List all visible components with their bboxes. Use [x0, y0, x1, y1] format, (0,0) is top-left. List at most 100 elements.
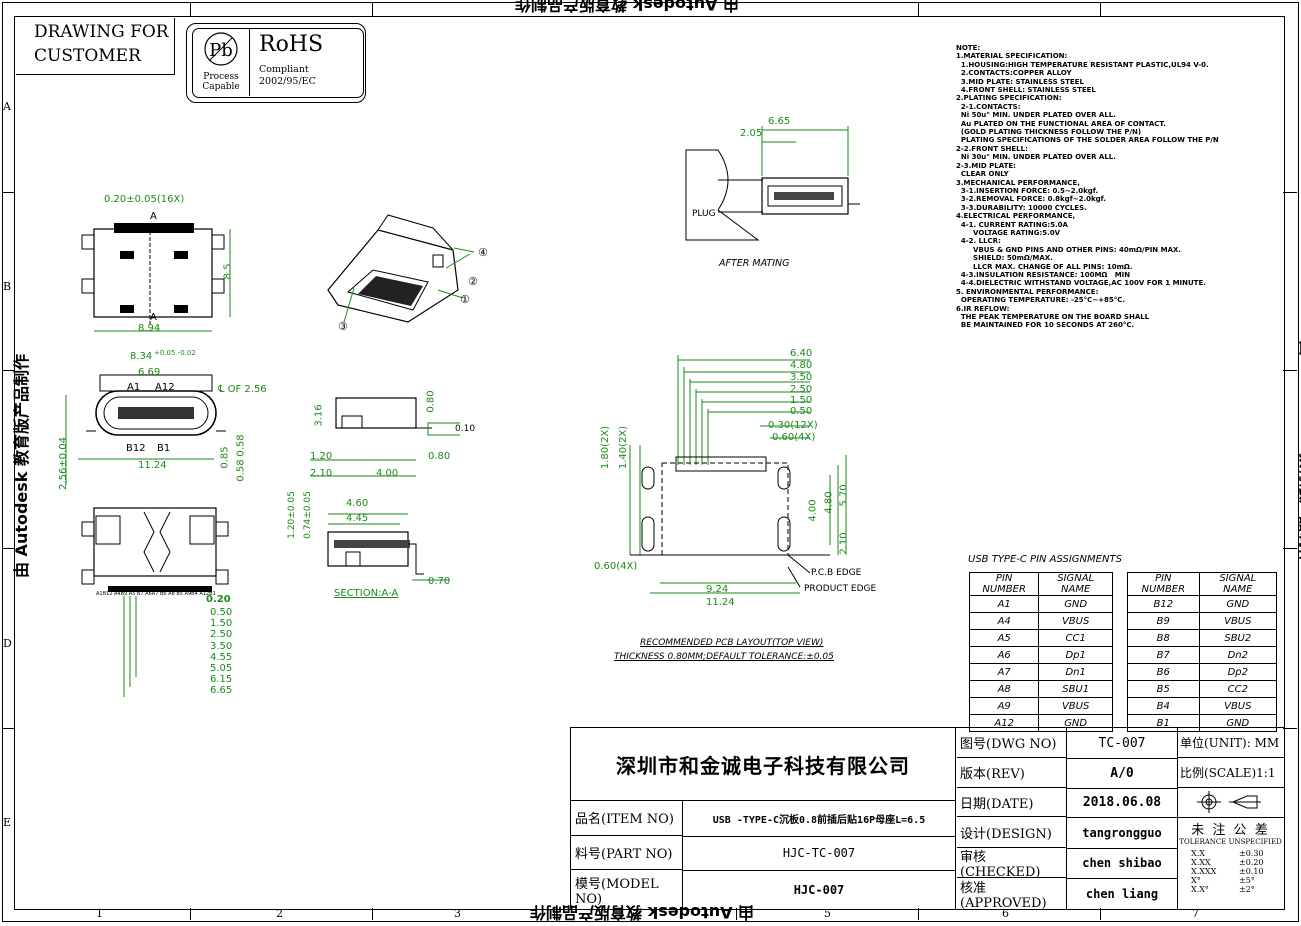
- tol-value: ±0.30: [1239, 849, 1264, 858]
- zone-tick: [736, 908, 737, 920]
- dim-6-15: 6.15: [210, 674, 233, 685]
- dim-0-80-bottom: 0.80: [428, 451, 451, 462]
- pin-cell: Dp2: [1198, 663, 1278, 681]
- dim-0-58-b: 0.58: [235, 459, 247, 482]
- company-name: 深圳市和金诚电子科技有限公司: [616, 753, 910, 778]
- zone-tick: [190, 908, 191, 920]
- note-line: PLATING SPECIFICATIONS OF THE SOLDER ARE…: [956, 136, 1219, 145]
- note-line: 4.ELECTRICAL PERFORMANCE,: [956, 212, 1076, 221]
- item-value: USB -TYPE-C沉板0.8前插后贴16P母座L=6.5: [683, 800, 956, 837]
- dim-0-20: 0.20: [206, 594, 231, 605]
- label-a12: A12: [155, 382, 175, 393]
- item-label: 品名(ITEM NO): [571, 800, 683, 836]
- pcb-dim-0-60-4x-bottom: 0.60(4X): [594, 561, 638, 572]
- dim-8-34-tolerance: +0.05 -0.02: [154, 349, 196, 357]
- note-line: 6.IR REFLOW:: [956, 304, 1010, 313]
- approved-value: chen liang: [1067, 878, 1178, 909]
- note-line: 4-2. LLCR:: [956, 237, 1001, 246]
- pcb-dim-1-80-2x: 1.80(2X): [600, 425, 612, 470]
- pcb-dim-4-80: 4.80: [790, 360, 813, 371]
- dim-6-65: 6.65: [210, 685, 233, 696]
- checked-label: 审核(CHECKED): [957, 848, 1067, 880]
- pcb-dim-11-24: 11.24: [706, 597, 735, 608]
- pb-free-icon: Pb: [204, 32, 238, 66]
- compliance-box: Pb Process Capable RoHS Compliant 2002/9…: [186, 23, 366, 103]
- dim-8-5: 8.5: [222, 263, 234, 280]
- part-value: HJC-TC-007: [683, 836, 956, 871]
- note-line: 2-1.CONTACTS:: [956, 102, 1021, 111]
- zone-tick: [2, 370, 14, 371]
- note-line: LLCR MAX. CHANGE OF ALL PINS: 10mΩ.: [956, 262, 1133, 271]
- bottom-pin-labels: A1B12 A4B9 A5 B7 A6A7 B6 A8 B5 A9B4 A12B…: [96, 591, 216, 597]
- tolerance-subtitle: TOLERANCE UNSPECIFIED: [1179, 838, 1282, 846]
- tol-key: X.XXX: [1191, 867, 1217, 876]
- note-line: 2.CONTACTS:COPPER ALLOY: [956, 69, 1072, 78]
- section-marker-a-bottom: A: [150, 312, 157, 323]
- pin-cell: Dp1: [1038, 646, 1113, 664]
- note-line: 2-2.FRONT SHELL:: [956, 144, 1028, 153]
- note-line: 3.MID PLATE: STAINLESS STEEL: [956, 77, 1084, 86]
- scale-label: 比例(SCALE)1:1: [1177, 758, 1284, 788]
- third-angle-projection-icon: [1197, 791, 1261, 813]
- pb-symbol: Pb: [209, 40, 233, 61]
- dim-1-50: 1.50: [210, 618, 233, 629]
- bottom-view-drawing: [81, 507, 229, 697]
- pcb-dim-9-24: 9.24: [706, 584, 729, 595]
- tol-value: ±2°: [1239, 885, 1255, 894]
- zone-col-label: 7: [1192, 907, 1199, 920]
- dwg-value: TC-007: [1067, 728, 1178, 759]
- dim-2-50: 2.50: [210, 629, 233, 640]
- zone-tick: [918, 2, 919, 16]
- pin-header: SIGNAL NAME: [1198, 572, 1278, 596]
- pin-cell: B7: [1127, 646, 1200, 664]
- pcb-dim-3-50: 3.50: [790, 372, 813, 383]
- tol-value: ±0.20: [1239, 858, 1264, 867]
- dim-4-45: 4.45: [346, 513, 369, 524]
- callout-1: ①: [460, 293, 470, 306]
- pin-cell: VBUS: [1198, 697, 1278, 715]
- after-mating-drawing: [685, 126, 860, 241]
- dim-5-05: 5.05: [210, 663, 233, 674]
- dim-3-50: 3.50: [210, 641, 233, 652]
- dim-0-70: 0.70: [428, 576, 451, 587]
- dim-2-10: 2.10: [310, 468, 333, 479]
- zone-tick: [1283, 370, 1297, 371]
- dim-4-55: 4.55: [210, 652, 233, 663]
- dim-6-65-mating: 6.65: [768, 116, 791, 127]
- pin-cell: B12: [1127, 595, 1200, 613]
- rev-label: 版本(REV): [957, 758, 1067, 788]
- notes-block: NOTE: 1.MATERIAL SPECIFICATION: 1.HOUSIN…: [956, 44, 1219, 330]
- dim-2-56: 2.56±0.04: [57, 437, 69, 490]
- drawing-for-line-2: CUSTOMER: [34, 46, 141, 66]
- zone-tick: [1283, 728, 1297, 729]
- note-line: Ni 50u" MIN. UNDER PLATED OVER ALL.: [956, 111, 1116, 120]
- watermark-top: 由 Autodesk 教育版产品制作: [515, 0, 740, 14]
- note-line: 1.MATERIAL SPECIFICATION:: [956, 52, 1068, 61]
- note-line: 2-3.MID PLATE:: [956, 161, 1016, 170]
- note-line: 3-1.INSERTION FORCE: 0.5~2.0kgf.: [956, 186, 1099, 195]
- note-line: 4-4.DIELECTRIC WITHSTAND VOLTAGE,AC 100V…: [956, 279, 1206, 288]
- callout-3: ③: [338, 320, 348, 333]
- pcb-dim-1-50: 1.50: [790, 395, 813, 406]
- rohs-title: RoHS: [259, 32, 324, 57]
- dim-0-85: 0.85: [219, 446, 231, 469]
- pb-caption-1: Process: [203, 72, 239, 82]
- rev-value: A/0: [1067, 758, 1178, 789]
- callout-4: ④: [478, 246, 488, 259]
- dim-4-00: 4.00: [376, 468, 399, 479]
- note-line: (GOLD PLATING THICKNESS FOLLOW THE P/N): [956, 128, 1142, 137]
- zone-col-label: 2: [276, 907, 283, 920]
- pin-cell: VBUS: [1198, 612, 1278, 630]
- zone-tick: [554, 908, 555, 920]
- note-line: Au PLATED ON THE FUNCTIONAL AREA OF CONT…: [956, 119, 1166, 128]
- zone-tick: [1283, 548, 1297, 549]
- tolerance-block: 未 注 公 差 TOLERANCE UNSPECIFIED X.X±0.30 X…: [1177, 817, 1284, 909]
- drawing-for-line-1: DRAWING FOR: [34, 22, 169, 42]
- tol-value: ±0.10: [1239, 867, 1264, 876]
- approved-label: 核准(APPROVED): [957, 878, 1067, 911]
- dim-0-80-top: 0.80: [425, 390, 437, 413]
- pin-cell: CC2: [1198, 680, 1278, 698]
- top-view-drawing: [81, 223, 231, 332]
- dwg-label: 图号(DWG NO): [957, 728, 1067, 758]
